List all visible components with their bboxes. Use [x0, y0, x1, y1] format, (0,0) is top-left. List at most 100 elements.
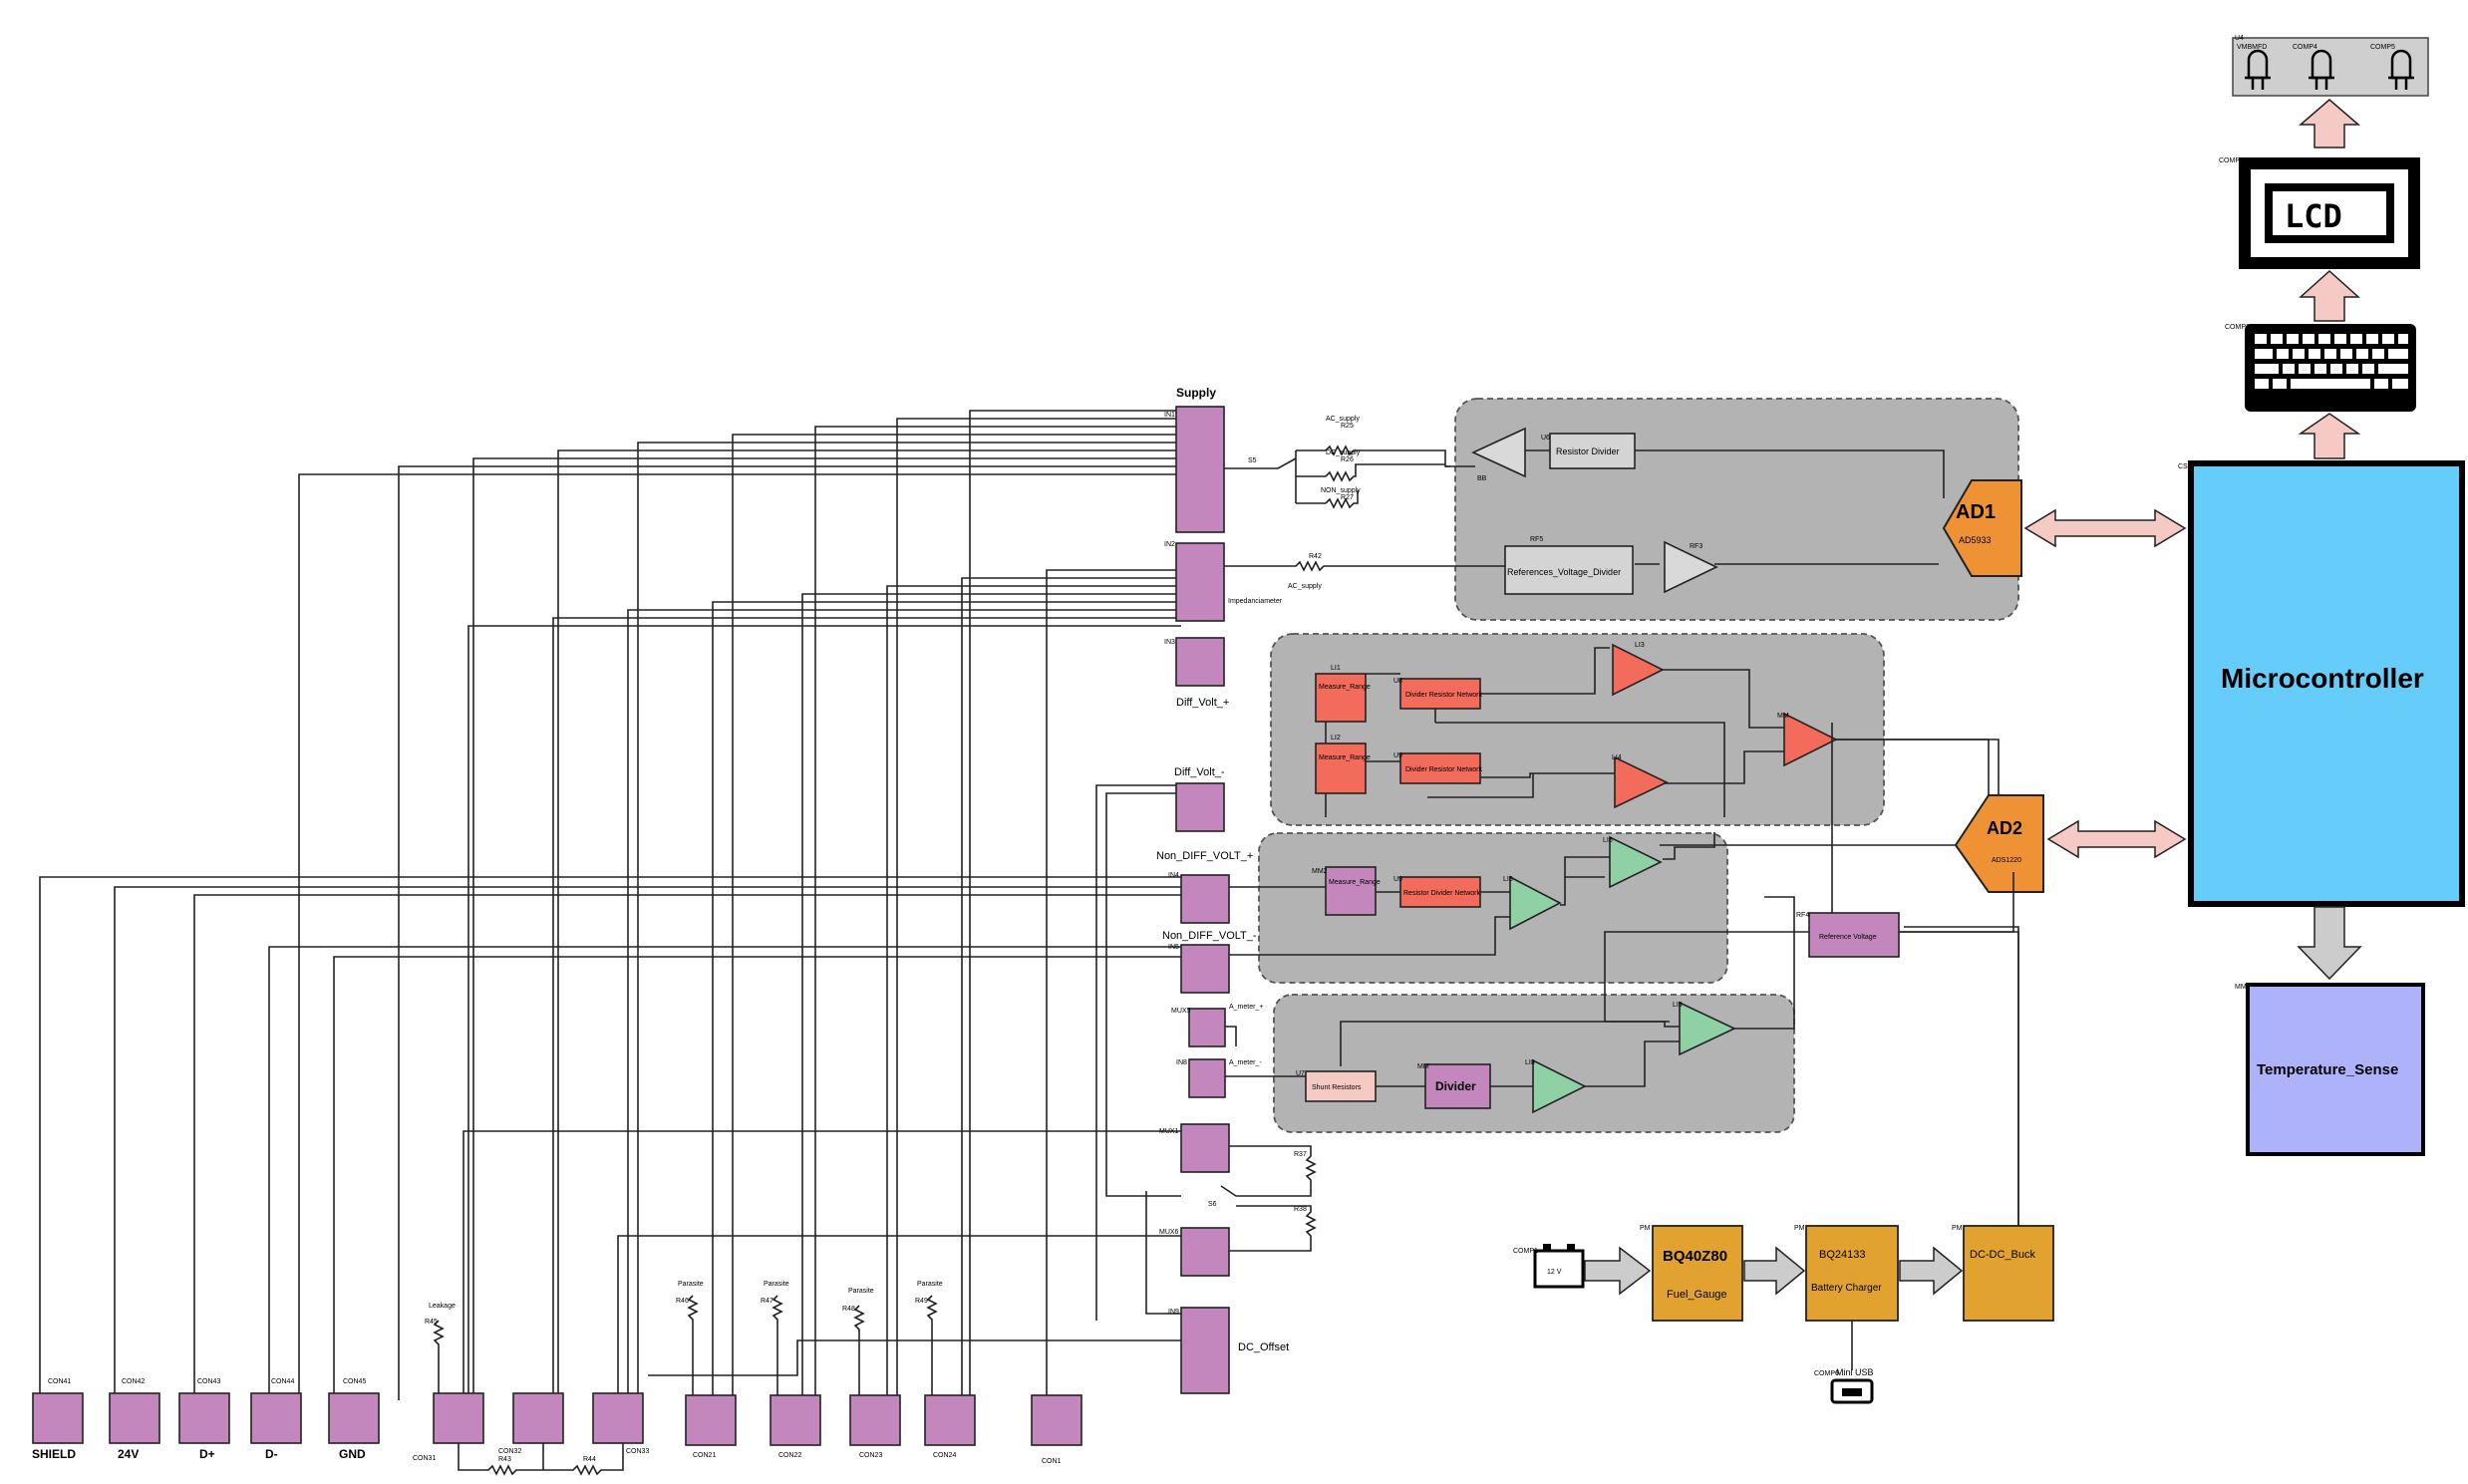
- svg-text:D+: D+: [199, 1447, 215, 1461]
- svg-text:Divider Resistor Network: Divider Resistor Network: [1405, 692, 1483, 699]
- svg-text:LI4: LI4: [1612, 754, 1622, 761]
- terminal-nondiff-volt-minus[interactable]: Non_DIFF_VOLT_- IN5: [1162, 930, 1257, 994]
- svg-text:Resistor Divider Network: Resistor Divider Network: [1403, 890, 1481, 897]
- terminal-diff-volt-minus[interactable]: Diff_Volt_-: [1174, 766, 1225, 832]
- terminal-supply[interactable]: Supply IN1: [1164, 386, 1225, 533]
- measure-range-top[interactable]: [1315, 673, 1367, 723]
- connector-con43[interactable]: CON43 D+: [178, 1378, 230, 1461]
- svg-text:LI6: LI6: [1603, 837, 1613, 844]
- bq24-dcdc-arrow: [1899, 1246, 1964, 1296]
- svg-text:R26: R26: [1341, 456, 1354, 463]
- svg-text:IN9: IN9: [1168, 1309, 1179, 1316]
- connector-con45[interactable]: CON45 GND: [328, 1378, 380, 1461]
- shunt-resistors[interactable]: [1305, 1070, 1377, 1102]
- svg-text:VMBMFD: VMBMFD: [2237, 44, 2267, 51]
- connector-con42[interactable]: CON42 24V: [109, 1378, 160, 1461]
- svg-text:A_meter_+: A_meter_+: [1229, 1004, 1263, 1011]
- svg-text:R48: R48: [842, 1306, 855, 1313]
- svg-text:RF3: RF3: [1690, 543, 1702, 550]
- svg-text:R37: R37: [1294, 1151, 1307, 1158]
- connector-con33[interactable]: CON33: [592, 1392, 649, 1455]
- connector-con1[interactable]: CON1: [1031, 1394, 1082, 1465]
- connectors: CON41 SHIELD CON42 24V CON43 D+ CON44 D-…: [32, 1378, 1082, 1465]
- svg-text:AD1: AD1: [1956, 501, 1996, 523]
- keyboard-icon[interactable]: COMP2: [2225, 324, 2416, 412]
- svg-text:IN1: IN1: [1164, 412, 1175, 419]
- terminal-ammeter-minus[interactable]: A_meter_- IN8: [1176, 1058, 1262, 1098]
- temperature-sense[interactable]: Temperature_Sense MM: [2235, 983, 2425, 1156]
- connector-con41[interactable]: CON41 SHIELD: [32, 1378, 84, 1461]
- svg-text:CON32: CON32: [498, 1448, 521, 1455]
- microcontroller[interactable]: Microcontroller CS: [2178, 460, 2465, 907]
- diff-amp-top: [1612, 643, 1665, 697]
- connector-con44[interactable]: CON44 D-: [250, 1378, 302, 1461]
- mcu-temp-arrow: [2297, 906, 2362, 981]
- terminal-diff-volt-plus[interactable]: Diff_Volt_+ IN3: [1164, 637, 1229, 709]
- svg-text:LI3: LI3: [1635, 642, 1645, 649]
- measure-range-bottom[interactable]: [1315, 742, 1367, 794]
- divider-network-top[interactable]: [1399, 678, 1481, 710]
- svg-text:MUX1: MUX1: [1159, 1128, 1179, 1135]
- svg-text:Supply: Supply: [1176, 386, 1216, 400]
- svg-text:RF5: RF5: [1530, 536, 1543, 543]
- svg-text:COMP2: COMP2: [2225, 324, 2250, 331]
- svg-text:R27: R27: [1341, 494, 1354, 501]
- led-panel: VMBMFD U4 COMP4 COMP5: [2232, 35, 2429, 97]
- svg-text:COMP4: COMP4: [2293, 44, 2317, 51]
- terminal-mux1[interactable]: MUX1: [1159, 1123, 1230, 1173]
- svg-text:Parasite: Parasite: [678, 1281, 704, 1288]
- terminal-ammeter-plus[interactable]: A_meter_+ MUX5: [1171, 1004, 1263, 1047]
- terminal-nondiff-volt-plus[interactable]: Non_DIFF_VOLT_+ IN4: [1156, 850, 1253, 924]
- svg-text:U8: U8: [1393, 678, 1402, 685]
- svg-text:LI9: LI9: [1673, 1002, 1683, 1009]
- svg-text:Divider Resistor Network: Divider Resistor Network: [1405, 766, 1483, 773]
- measure-range-nondiff[interactable]: [1325, 866, 1377, 916]
- resistor-divider[interactable]: [1549, 433, 1636, 469]
- buffer-amp: [1471, 427, 1526, 478]
- svg-text:Temperature_Sense: Temperature_Sense: [2257, 1061, 2398, 1078]
- connector-con24[interactable]: CON24: [924, 1394, 976, 1459]
- svg-text:Reference Voltage: Reference Voltage: [1819, 934, 1877, 941]
- bq24133-block[interactable]: BQ24133 Battery Charger PM: [1794, 1225, 1899, 1322]
- svg-text:AD2: AD2: [1987, 818, 2022, 838]
- terminal-mux6[interactable]: MUX6: [1159, 1227, 1230, 1277]
- ad1-chip[interactable]: AD1 AD5933: [1942, 479, 2022, 577]
- svg-text:MUX6: MUX6: [1159, 1229, 1179, 1236]
- terminal-dc-offset[interactable]: DC_Offset IN9: [1168, 1307, 1289, 1394]
- svg-text:R38: R38: [1294, 1206, 1307, 1213]
- svg-text:Mini USB: Mini USB: [1836, 1367, 1874, 1377]
- connector-con31[interactable]: CON31: [413, 1392, 484, 1462]
- svg-text:MM2: MM2: [1312, 868, 1328, 875]
- connector-con23[interactable]: CON23: [849, 1394, 901, 1459]
- svg-text:Measure_Range: Measure_Range: [1319, 684, 1371, 691]
- svg-text:CON23: CON23: [859, 1452, 882, 1459]
- ammeter-amp-2: [1679, 1001, 1736, 1056]
- references-voltage-divider[interactable]: [1504, 545, 1634, 595]
- bq40-bq24-arrow: [1743, 1246, 1806, 1296]
- svg-text:DC_Offset: DC_Offset: [1238, 1341, 1289, 1353]
- connector-con32[interactable]: CON32: [498, 1392, 564, 1455]
- dcdc-buck-block[interactable]: DC-DC_Buck PM: [1952, 1225, 2054, 1322]
- divider[interactable]: [1424, 1063, 1491, 1109]
- lcd-led-arrow: [2298, 99, 2361, 148]
- lcd-icon[interactable]: LCD COMP3: [2219, 157, 2420, 269]
- bq40z80-block[interactable]: BQ40Z80 Fuel_Gauge PM: [1640, 1225, 1743, 1322]
- reference-voltage[interactable]: Reference Voltage RF4: [1796, 912, 1900, 958]
- terminal-impedanciameter[interactable]: Impedanciameter IN2: [1164, 541, 1283, 622]
- svg-text:PM: PM: [1640, 1225, 1651, 1232]
- svg-text:References_Voltage_Divider: References_Voltage_Divider: [1507, 567, 1621, 577]
- usb-icon: COMP6 Mini USB: [1814, 1367, 1874, 1404]
- svg-text:Fuel_Gauge: Fuel_Gauge: [1667, 1289, 1727, 1301]
- connector-con21[interactable]: CON21: [685, 1394, 737, 1459]
- svg-text:R44: R44: [583, 1456, 596, 1463]
- svg-text:U6: U6: [1541, 435, 1550, 442]
- connector-con22[interactable]: CON22: [770, 1394, 821, 1459]
- svg-text:LI1: LI1: [1331, 665, 1341, 672]
- svg-text:IN8: IN8: [1176, 1059, 1187, 1066]
- svg-text:COMP1: COMP1: [1513, 1248, 1538, 1255]
- ad2-chip[interactable]: AD2 ADS1220: [1954, 794, 2044, 893]
- svg-text:SHIELD: SHIELD: [32, 1447, 76, 1461]
- divider-network-bottom[interactable]: [1399, 752, 1481, 784]
- resistor-divider-network[interactable]: [1399, 876, 1481, 908]
